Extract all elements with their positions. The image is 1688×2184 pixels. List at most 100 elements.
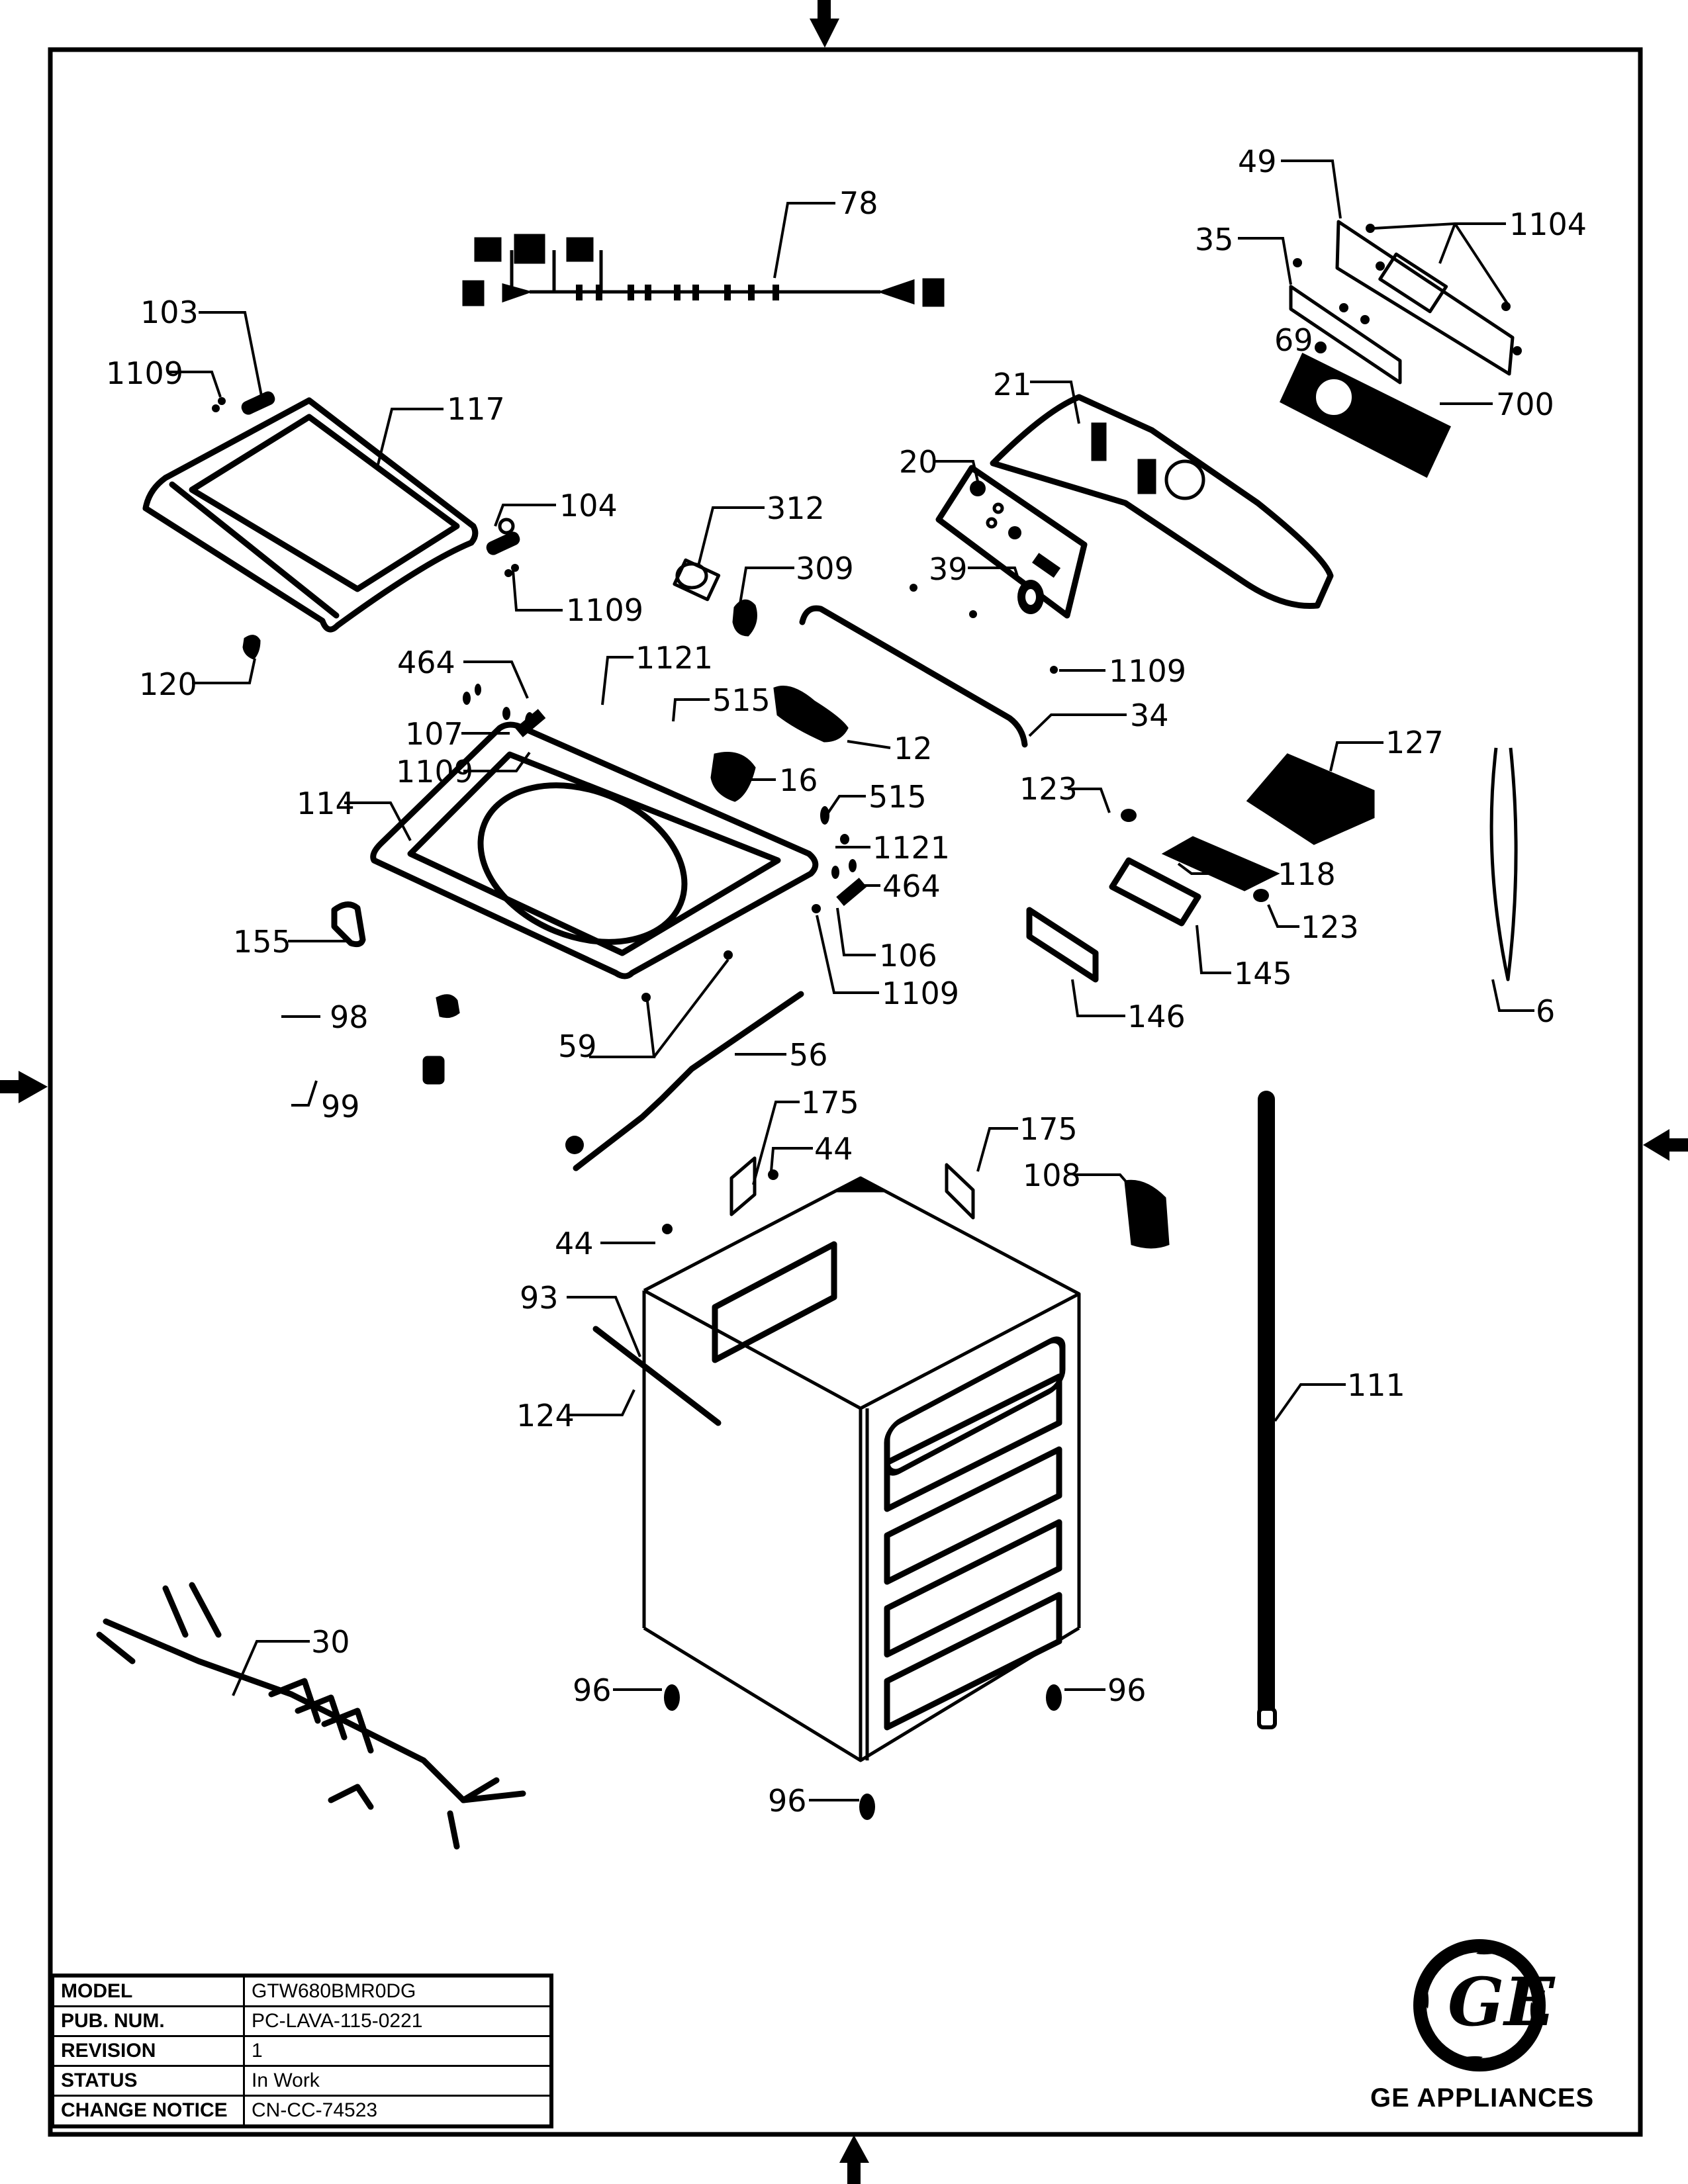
part-96-foot (859, 1794, 875, 1820)
part-78-wire-harness (462, 234, 945, 307)
callout-1109: 1109 (396, 754, 473, 790)
part-6-tube (1489, 747, 1518, 981)
svg-text:GE: GE (1448, 1963, 1556, 2041)
callout-175: 175 (1019, 1111, 1078, 1147)
callout-49: 49 (1238, 144, 1277, 179)
arrow-up-bottom-icon (839, 2135, 869, 2184)
callout-1109: 1109 (1109, 653, 1186, 689)
part-69-control-board (1280, 341, 1451, 478)
callout-56: 56 (789, 1037, 828, 1073)
callout-114: 114 (297, 786, 355, 821)
title-block-row-change-notice: CHANGE NOTICE CN-CC-74523 (51, 2095, 553, 2128)
callout-6: 6 (1536, 993, 1555, 1029)
callout-700: 700 (1496, 387, 1554, 422)
callout-175: 175 (801, 1085, 859, 1120)
status-label: STATUS (51, 2065, 245, 2097)
callout-12: 12 (894, 731, 933, 766)
callout-96: 96 (768, 1783, 807, 1819)
callout-155: 155 (233, 924, 291, 960)
callout-106: 106 (879, 938, 937, 974)
sheet-border (48, 47, 1643, 2137)
callout-1121: 1121 (872, 830, 950, 866)
part-155-bracket (331, 901, 366, 948)
pub-num-label: PUB. NUM. (51, 2005, 245, 2037)
callout-59: 59 (558, 1028, 597, 1064)
callout-96: 96 (1107, 1672, 1147, 1708)
status-value: In Work (243, 2065, 553, 2097)
callout-124: 124 (516, 1398, 575, 1433)
callout-108: 108 (1023, 1158, 1081, 1193)
callout-98: 98 (330, 999, 369, 1035)
part-34-rod (799, 605, 1028, 748)
callout-145: 145 (1234, 956, 1292, 991)
change-notice-label: CHANGE NOTICE (51, 2095, 245, 2128)
callout-leaders (169, 159, 1534, 1801)
callout-1109: 1109 (882, 976, 959, 1011)
callout-146: 146 (1127, 999, 1186, 1034)
callout-312: 312 (767, 490, 825, 526)
callout-93: 93 (520, 1280, 559, 1316)
part-146-drawer-front (1026, 907, 1099, 983)
callout-78: 78 (839, 185, 878, 221)
part-59-clip (724, 950, 733, 960)
callout-20: 20 (899, 444, 938, 480)
part-99-switch (422, 1056, 445, 1085)
callout-1121: 1121 (635, 640, 713, 676)
revision-label: REVISION (51, 2035, 245, 2067)
callout-104: 104 (559, 488, 618, 523)
pub-num-value: PC-LAVA-115-0221 (243, 2005, 553, 2037)
ge-monogram-logo-icon: GE (1413, 1939, 1556, 2071)
part-12-valve (773, 686, 849, 743)
callout-96: 96 (573, 1672, 612, 1708)
callout-69: 69 (1274, 322, 1313, 358)
callout-103: 103 (140, 295, 199, 330)
callout-44: 44 (814, 1131, 853, 1167)
part-20-control-overlay (935, 465, 1088, 619)
part-309-bracket (732, 599, 757, 637)
callout-515: 515 (868, 779, 927, 815)
part-118-dispenser (1161, 836, 1280, 891)
callout-99: 99 (321, 1089, 360, 1124)
part-44-screw (768, 1169, 778, 1180)
callout-464: 464 (882, 868, 941, 904)
part-44-screw (662, 1224, 673, 1234)
callout-21: 21 (993, 367, 1032, 402)
part-175-label (945, 1163, 975, 1220)
callout-127: 127 (1385, 725, 1444, 760)
part-30-main-harness (96, 1582, 526, 1850)
callout-117: 117 (447, 391, 505, 427)
model-value: GTW680BMR0DG (243, 1974, 553, 2007)
part-49-control-cover (1293, 220, 1522, 376)
part-56-hose (573, 991, 804, 1171)
callout-1104: 1104 (1509, 206, 1587, 242)
part-93-cabinet (642, 1176, 1081, 1762)
part-21-backsplash (990, 394, 1334, 610)
revision-value: 1 (243, 2035, 553, 2067)
part-117-lid (142, 397, 479, 633)
part-103-hinge (212, 391, 275, 415)
change-notice-value: CN-CC-74523 (243, 2095, 553, 2128)
model-label: MODEL (51, 1974, 245, 2007)
part-39-knob (910, 580, 1044, 618)
callout-111: 111 (1347, 1367, 1405, 1403)
part-59-clip (641, 993, 651, 1002)
arrow-down-top-icon (810, 0, 839, 48)
part-111-drain-hose (1257, 1091, 1277, 1729)
title-block-row-status: STATUS In Work (51, 2065, 553, 2097)
callout-309: 309 (796, 551, 854, 586)
callout-107: 107 (405, 716, 463, 752)
part-123-cap (1121, 809, 1137, 822)
callout-34: 34 (1130, 698, 1169, 733)
callout-39: 39 (929, 551, 968, 587)
part-312-lid-lock (673, 558, 721, 602)
part-114-top-cover (370, 721, 819, 979)
callout-118: 118 (1278, 856, 1336, 892)
callout-16: 16 (779, 762, 818, 798)
part-123-cap (1253, 889, 1269, 902)
arrow-left-right-icon (1643, 1129, 1688, 1161)
part-98-clip (436, 994, 460, 1019)
callout-30: 30 (311, 1624, 350, 1660)
part-145-drawer (1109, 857, 1201, 927)
callout-labels: 78 49 1104 35 69 700 21 20 39 1109 34 31… (106, 144, 1587, 1819)
